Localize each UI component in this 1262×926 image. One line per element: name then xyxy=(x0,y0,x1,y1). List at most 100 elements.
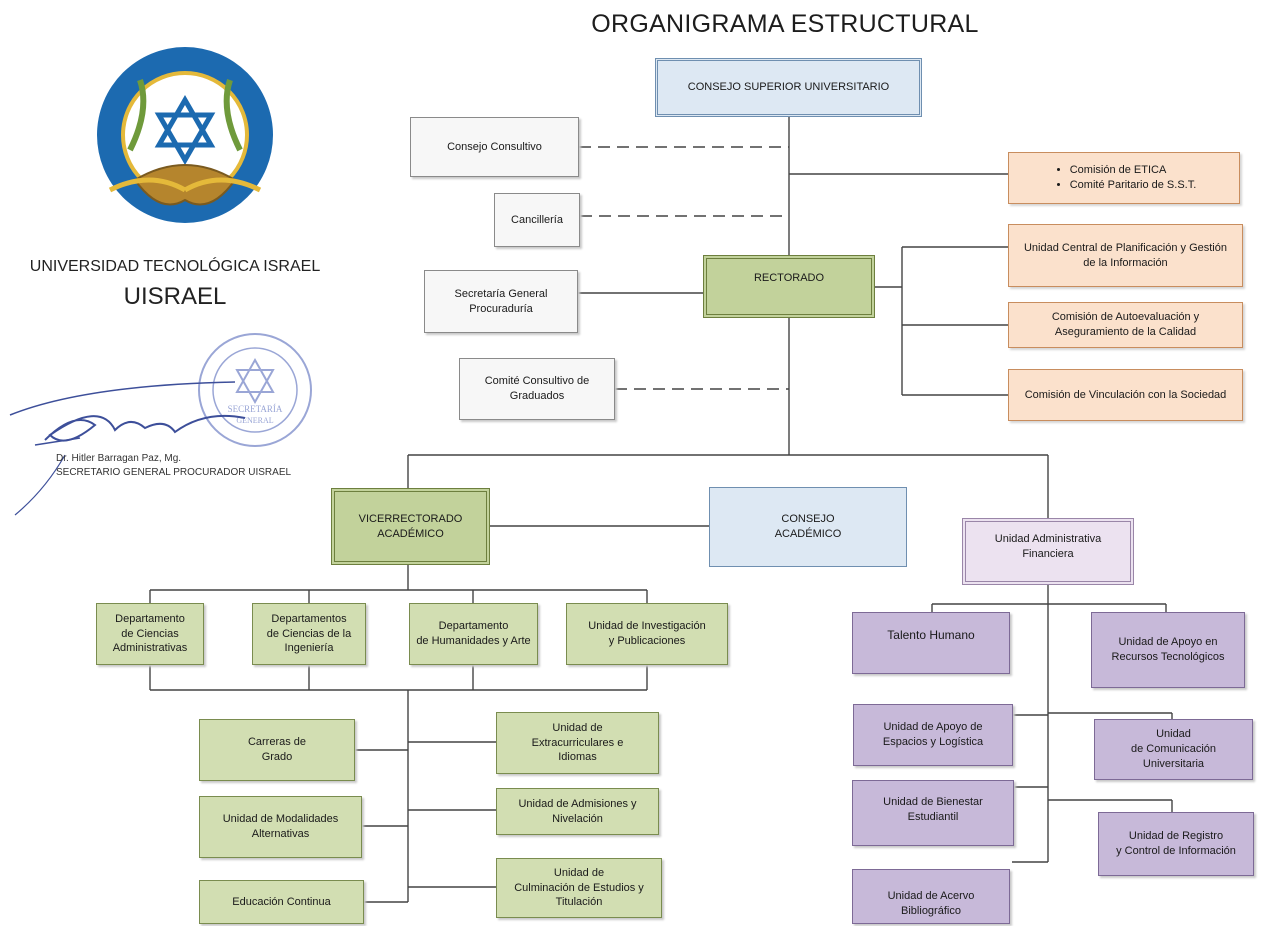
node-apoyo-espacios-line1: Unidad de Apoyo de xyxy=(883,721,983,734)
node-modalidades-line1: Unidad de Modalidades xyxy=(222,813,339,826)
node-etica-item: Comité Paritario de S.S.T. xyxy=(1070,178,1197,193)
node-vicerrectorado-line1: VICERRECTORADO xyxy=(358,512,463,525)
node-autoevaluacion-line2: Aseguramiento de la Calidad xyxy=(1054,326,1197,338)
node-vinculacion-label: Comisión de Vinculación con la Sociedad xyxy=(1024,388,1227,401)
node-etica: Comisión de ETICA Comité Paritario de S.… xyxy=(1008,152,1240,204)
node-dep-humanidades-line1: Departamento xyxy=(438,620,509,633)
node-dep-admin-line1: Departamento xyxy=(115,612,185,625)
university-name: UNIVERSIDAD TECNOLÓGICA ISRAEL xyxy=(29,258,321,275)
node-bienestar: Unidad de Bienestar Estudiantil xyxy=(852,780,1014,846)
node-investigacion-line2: y Publicaciones xyxy=(608,635,686,647)
node-etica-item: Comisión de ETICA xyxy=(1070,163,1197,178)
node-culminacion-line3: Titulación xyxy=(555,896,603,909)
node-consejo-academico: CONSEJO ACADÉMICO xyxy=(709,487,907,567)
node-culminacion-line2: Culminación de Estudios y xyxy=(514,881,644,894)
node-autoevaluacion: Comisión de Autoevaluación y Aseguramien… xyxy=(1008,302,1243,348)
handwritten-signature xyxy=(9,381,246,516)
signatory-name: Dr. Hitler Barragan Paz, Mg. xyxy=(56,453,182,464)
node-cancilleria: Cancillería xyxy=(494,193,580,247)
node-registro-line1: Unidad de Registro xyxy=(1128,830,1224,843)
node-extracurriculares: Unidad de Extracurriculares e Idiomas xyxy=(496,712,659,774)
node-consejo-academico-line2: ACADÉMICO xyxy=(774,528,842,540)
node-consejo-consultivo-label: Consejo Consultivo xyxy=(447,140,542,153)
node-secretaria-line2: Procuraduría xyxy=(469,302,533,315)
node-uaf-line1: Unidad Administrativa xyxy=(994,533,1102,545)
node-dep-humanidades-line2: de Humanidades y Arte xyxy=(416,635,531,647)
node-investigacion: Unidad de Investigación y Publicaciones xyxy=(566,603,728,665)
node-bienestar-line2: Estudiantil xyxy=(907,810,959,823)
node-etica-list: Comisión de ETICA Comité Paritario de S.… xyxy=(1052,163,1197,193)
node-secretaria-line1: Secretaría General xyxy=(454,287,548,300)
node-carreras: Carreras de Grado xyxy=(199,719,355,781)
node-registro-line2: y Control de Información xyxy=(1116,845,1236,857)
node-comunicacion-line3: Universitaria xyxy=(1142,757,1205,770)
node-consejo-superior-label: CONSEJO SUPERIOR UNIVERSITARIO xyxy=(687,81,890,94)
node-secretaria: Secretaría General Procuraduría xyxy=(424,270,578,333)
node-modalidades: Unidad de Modalidades Alternativas xyxy=(199,796,362,858)
node-vinculacion: Comisión de Vinculación con la Sociedad xyxy=(1008,369,1243,421)
node-acervo-line2: Bibliográfico xyxy=(901,905,961,918)
official-stamp: SECRETARÍA GENERAL xyxy=(198,333,312,447)
node-apoyo-tecnologicos-line1: Unidad de Apoyo en xyxy=(1118,636,1218,649)
signatory-role: SECRETARIO GENERAL PROCURADOR UISRAEL xyxy=(56,467,292,478)
node-extracurriculares-line3: Idiomas xyxy=(558,751,597,764)
node-carreras-line1: Carreras de xyxy=(247,736,307,749)
node-dep-ingenieria: Departamentos de Ciencias de la Ingenier… xyxy=(252,603,366,665)
node-comite-graduados-line1: Comité Consultivo de xyxy=(484,375,590,388)
node-dep-humanidades: Departamento de Humanidades y Arte xyxy=(409,603,538,665)
node-vicerrectorado: VICERRECTORADO ACADÉMICO xyxy=(331,488,490,565)
node-consejo-superior: CONSEJO SUPERIOR UNIVERSITARIO xyxy=(655,58,922,117)
node-dep-admin-line2: de Ciencias xyxy=(121,627,179,640)
node-dep-ingenieria-line3: Ingeniería xyxy=(284,642,334,655)
node-rectorado-label: RECTORADO xyxy=(753,272,825,284)
node-apoyo-tecnologicos-line2: Recursos Tecnológicos xyxy=(1111,651,1225,663)
node-autoevaluacion-line1: Comisión de Autoevaluación y xyxy=(1051,311,1200,324)
node-vicerrectorado-line2: ACADÉMICO xyxy=(377,527,444,540)
node-modalidades-line2: Alternativas xyxy=(251,828,310,840)
node-comite-graduados-line2: Graduados xyxy=(509,390,565,402)
node-admisiones: Unidad de Admisiones y Nivelación xyxy=(496,788,659,835)
node-dep-admin-line3: Administrativas xyxy=(112,642,188,655)
node-consejo-consultivo: Consejo Consultivo xyxy=(410,117,579,177)
node-extracurriculares-line2: Extracurriculares e xyxy=(531,736,624,749)
node-educacion-continua-label: Educación Continua xyxy=(232,895,331,908)
node-dep-ingenieria-line2: de Ciencias de la xyxy=(266,627,352,640)
node-comite-graduados: Comité Consultivo de Graduados xyxy=(459,358,615,420)
node-planificacion: Unidad Central de Planificación y Gestió… xyxy=(1008,224,1243,287)
node-rectorado: RECTORADO xyxy=(703,255,875,318)
node-uaf: Unidad Administrativa Financiera xyxy=(962,518,1134,585)
node-uaf-line2: Financiera xyxy=(1022,547,1074,560)
node-extracurriculares-line1: Unidad de xyxy=(552,721,603,734)
node-apoyo-tecnologicos: Unidad de Apoyo en Recursos Tecnológicos xyxy=(1091,612,1245,688)
svg-text:GENERAL: GENERAL xyxy=(236,416,273,425)
node-educacion-continua: Educación Continua xyxy=(199,880,364,924)
node-talento-humano: Talento Humano xyxy=(852,612,1010,674)
node-admisiones-line1: Unidad de Admisiones y xyxy=(518,797,637,810)
university-seal-logo xyxy=(97,47,273,223)
node-acervo: Unidad de Acervo Bibliográfico xyxy=(852,869,1010,924)
node-culminacion: Unidad de Culminación de Estudios y Titu… xyxy=(496,858,662,918)
node-apoyo-espacios-line2: Espacios y Logística xyxy=(882,736,984,748)
node-comunicacion: Unidad de Comunicación Universitaria xyxy=(1094,719,1253,780)
node-admisiones-line2: Nivelación xyxy=(552,812,603,825)
node-comunicacion-line2: de Comunicación xyxy=(1131,743,1216,756)
node-comunicacion-line1: Unidad xyxy=(1156,728,1191,741)
node-dep-admin: Departamento de Ciencias Administrativas xyxy=(96,603,204,665)
node-bienestar-line1: Unidad de Bienestar xyxy=(883,796,983,808)
node-apoyo-espacios: Unidad de Apoyo de Espacios y Logística xyxy=(853,704,1013,766)
university-short-name: UISRAEL xyxy=(123,283,227,310)
node-registro: Unidad de Registro y Control de Informac… xyxy=(1098,812,1254,876)
svg-text:SECRETARÍA: SECRETARÍA xyxy=(228,404,283,414)
node-consejo-academico-line1: CONSEJO xyxy=(781,513,835,526)
node-carreras-line2: Grado xyxy=(261,751,293,763)
node-culminacion-line1: Unidad de xyxy=(553,866,605,879)
node-planificacion-line2: de la Información xyxy=(1083,256,1168,269)
node-acervo-line1: Unidad de Acervo xyxy=(887,890,975,903)
node-investigacion-line1: Unidad de Investigación xyxy=(588,620,706,633)
node-cancilleria-label: Cancillería xyxy=(511,213,563,226)
node-talento-humano-label: Talento Humano xyxy=(887,628,975,642)
node-planificacion-line1: Unidad Central de Planificación y Gestió… xyxy=(1023,241,1227,254)
node-dep-ingenieria-line1: Departamentos xyxy=(271,612,347,625)
